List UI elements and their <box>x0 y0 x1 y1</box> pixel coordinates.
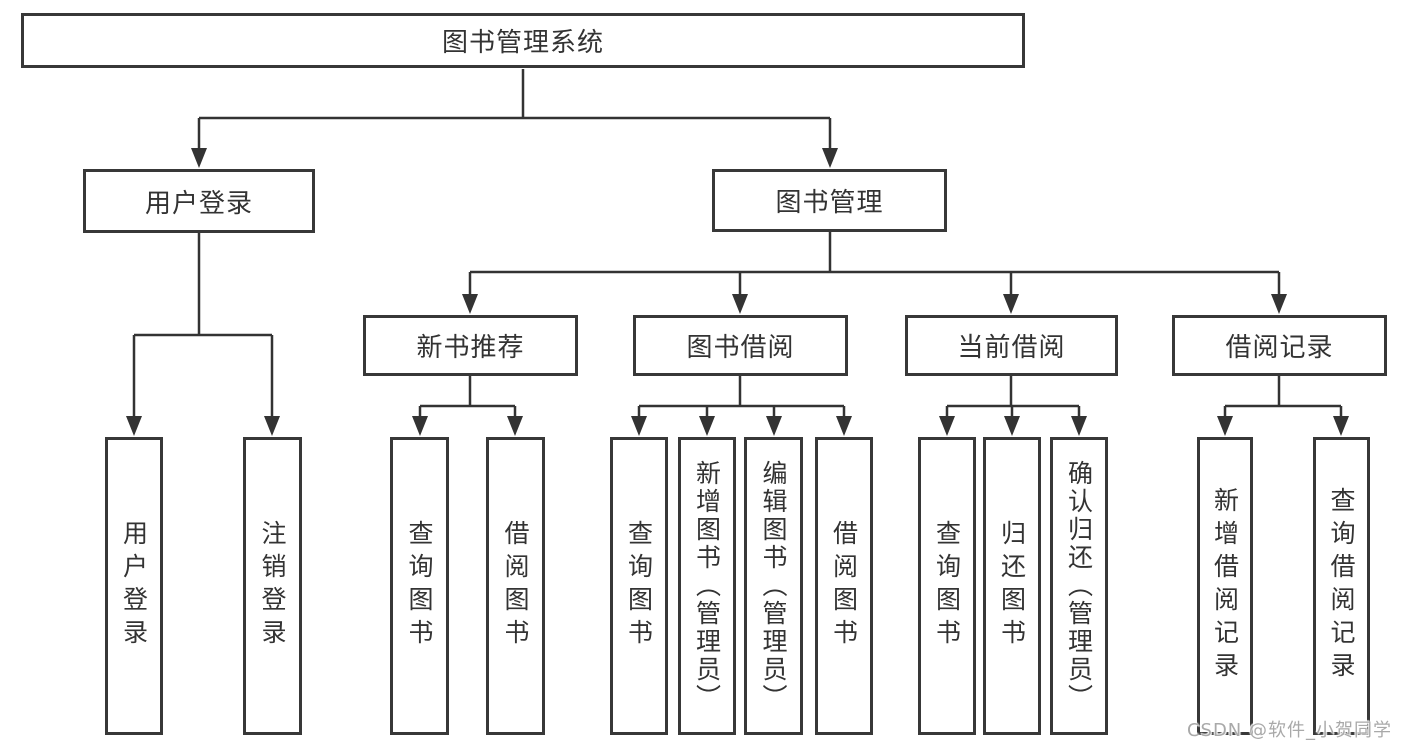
node-book-management: 图书管理 <box>712 169 947 232</box>
leaf-borrow-books-recommend: 借阅图书 <box>486 437 545 735</box>
node-label: 用户登录 <box>144 188 253 219</box>
leaf-label: 新增借阅记录 <box>1210 487 1240 685</box>
leaf-query-books-borrow: 查询图书 <box>610 437 668 735</box>
node-borrow-records: 借阅记录 <box>1172 315 1387 376</box>
node-label: 图书借阅 <box>686 333 795 363</box>
leaf-label: 查询借阅记录 <box>1327 487 1356 685</box>
leaf-user-login: 用户登录 <box>105 437 163 735</box>
arrowheads <box>126 148 1349 436</box>
leaf-return-book: 归还图书 <box>983 437 1041 735</box>
node-label: 图书管理 <box>775 188 884 218</box>
node-label: 新书推荐 <box>416 333 525 363</box>
leaf-edit-book-admin: 编辑图书（管理员） <box>744 437 803 735</box>
node-label: 图书管理系统 <box>441 28 604 58</box>
node-current-borrow: 当前借阅 <box>905 315 1118 376</box>
leaf-label: 查询图书 <box>932 520 962 652</box>
leaf-query-books-recommend: 查询图书 <box>390 437 449 735</box>
leaf-label: 借阅图书 <box>501 520 530 652</box>
node-label: 当前借阅 <box>957 333 1066 363</box>
leaf-query-books-current: 查询图书 <box>918 437 976 735</box>
leaf-query-borrow-record: 查询借阅记录 <box>1313 437 1370 735</box>
leaf-label: 编辑图书（管理员） <box>759 460 788 712</box>
node-library-management-system: 图书管理系统 <box>21 13 1025 68</box>
leaf-logout: 注销登录 <box>243 437 302 735</box>
node-new-book-recommend: 新书推荐 <box>363 315 578 376</box>
node-user-login: 用户登录 <box>83 169 315 233</box>
leaf-label: 确认归还（管理员） <box>1064 460 1094 712</box>
leaf-label: 新增图书（管理员） <box>692 460 722 712</box>
node-label: 借阅记录 <box>1225 333 1334 363</box>
leaf-borrow-books: 借阅图书 <box>815 437 873 735</box>
leaf-label: 查询图书 <box>624 520 654 652</box>
leaf-confirm-return-admin: 确认归还（管理员） <box>1050 437 1108 735</box>
leaf-label: 归还图书 <box>997 520 1027 652</box>
leaf-label: 注销登录 <box>258 520 287 652</box>
leaf-label: 借阅图书 <box>829 520 859 652</box>
leaf-label: 用户登录 <box>119 520 149 652</box>
leaf-label: 查询图书 <box>405 520 434 652</box>
leaf-add-book-admin: 新增图书（管理员） <box>678 437 736 735</box>
node-book-borrow: 图书借阅 <box>633 315 848 376</box>
leaf-add-borrow-record: 新增借阅记录 <box>1197 437 1253 735</box>
csdn-watermark: CSDN @软件_小贺同学 <box>1186 720 1392 741</box>
